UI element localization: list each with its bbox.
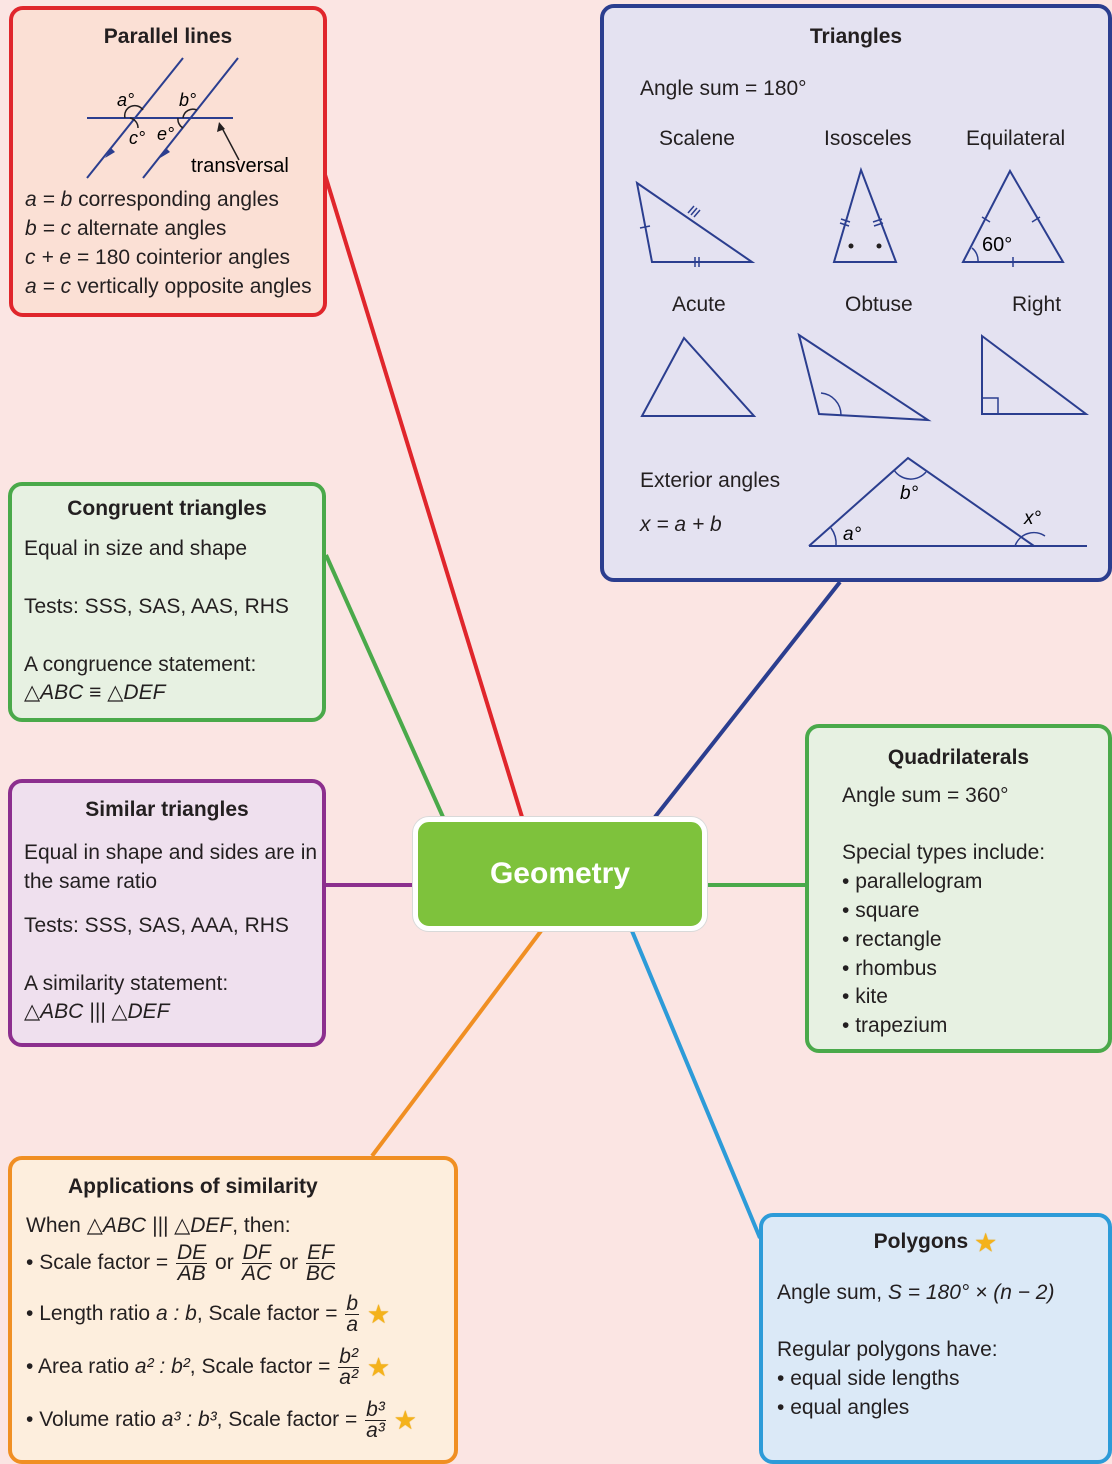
equilateral-angle-label: 60° — [982, 234, 1012, 256]
polygons-angle-sum: Angle sum, S = 180° × (n − 2) — [777, 1281, 1055, 1304]
star-icon: ★ — [393, 1405, 417, 1435]
exterior-a-label: a° — [843, 524, 862, 545]
polygons-box: Polygons ★ Angle sum, S = 180° × (n − 2)… — [759, 1213, 1112, 1464]
applications-title: Applications of similarity — [68, 1175, 318, 1198]
exterior-b-label: b° — [900, 483, 919, 504]
triangles-title: Triangles — [809, 25, 903, 48]
similar-statement-label: A similarity statement: — [24, 972, 229, 995]
geometry-center-node: Geometry — [413, 817, 707, 931]
star-icon: ★ — [974, 1227, 998, 1258]
parallel-lines-box: Parallel lines a° b° c° e° transversal a… — [9, 6, 327, 317]
link-parallel — [320, 164, 524, 818]
exterior-x-label: x° — [1023, 508, 1042, 529]
exterior-formula: x = a + b — [640, 513, 722, 536]
angle-a-label: a° — [117, 90, 134, 110]
label-obtuse: Obtuse — [845, 293, 913, 316]
polygons-title-row: Polygons ★ — [763, 1229, 1108, 1255]
label-scalene: Scalene — [659, 127, 735, 150]
applications-when: When △ABC ||| △DEF, then: — [26, 1214, 291, 1237]
parallel-row-3: c + e = 180 cointerior angles — [25, 246, 291, 269]
quads-item: • parallelogram — [842, 870, 983, 893]
acute-triangle — [640, 336, 757, 417]
quadrilaterals-box: Quadrilaterals Angle sum = 360° Special … — [805, 724, 1112, 1053]
obtuse-triangle — [797, 332, 932, 422]
quads-special-label: Special types include: — [842, 841, 1046, 864]
transversal-label: transversal — [191, 155, 289, 177]
triangles-box: Triangles Angle sum = 180° Scalene Isosc… — [600, 4, 1112, 582]
label-acute: Acute — [672, 293, 726, 316]
quads-item: • rectangle — [842, 928, 942, 951]
quads-item: • square — [842, 899, 920, 922]
similar-statement: △ABC ||| △DEF — [24, 1000, 170, 1023]
parallel-row-2: b = c alternate angles — [25, 217, 227, 240]
polygons-item: • equal side lengths — [777, 1367, 960, 1390]
parallel-row-1: a = b corresponding angles — [25, 188, 279, 211]
polygons-title: Polygons — [873, 1230, 969, 1253]
quads-item: • rhombus — [842, 957, 937, 980]
parallel-lines-figure: a° b° c° e° transversal — [86, 57, 289, 179]
label-isosceles: Isosceles — [824, 127, 912, 150]
similar-title: Similar triangles — [85, 798, 249, 821]
similar-line1: Equal in shape and sides are in — [24, 841, 318, 864]
quads-title: Quadrilaterals — [887, 746, 1030, 769]
polygons-regular-label: Regular polygons have: — [777, 1338, 998, 1361]
exterior-triangle — [808, 456, 1035, 547]
quads-angle-sum: Angle sum = 360° — [842, 784, 1009, 807]
congruent-triangles-box: Congruent triangles Equal in size and sh… — [8, 482, 326, 722]
triangle-figures: 60° a° b° x° — [635, 166, 1089, 547]
link-congruent — [324, 554, 445, 818]
congruent-tests: Tests: SSS, SAS, AAS, RHS — [24, 595, 289, 618]
similar-tests: Tests: SSS, SAS, AAA, RHS — [24, 914, 289, 937]
congruent-line1: Equal in size and shape — [24, 537, 247, 560]
congruent-statement: △ABC ≡ △DEF — [24, 681, 166, 704]
isosceles-triangle — [832, 166, 898, 263]
applications-of-similarity-box: Applications of similarity When △ABC |||… — [8, 1156, 458, 1464]
polygons-item: • equal angles — [777, 1396, 910, 1419]
right-triangle — [981, 334, 1089, 415]
angle-b-label: b° — [179, 90, 196, 110]
angle-c-label: c° — [129, 128, 145, 148]
label-equilateral: Equilateral — [966, 127, 1066, 150]
parallel-row-4: a = c vertically opposite angles — [25, 275, 312, 298]
equilateral-triangle — [961, 168, 1065, 263]
similar-triangles-box: Similar triangles Equal in shape and sid… — [8, 779, 326, 1047]
label-right: Right — [1012, 293, 1062, 316]
scalene-triangle — [635, 180, 756, 263]
star-icon: ★ — [366, 1352, 391, 1382]
congruent-statement-label: A congruence statement: — [24, 653, 257, 676]
quads-item: • kite — [842, 985, 888, 1008]
applications-volume-ratio: • Volume ratio a³ : b³, Scale factor = b… — [26, 1398, 417, 1442]
triangles-angle-sum: Angle sum = 180° — [640, 77, 807, 100]
link-polygons — [630, 930, 762, 1239]
quads-item: • trapezium — [842, 1014, 948, 1037]
exterior-title: Exterior angles — [640, 469, 781, 492]
link-triangles — [653, 580, 842, 819]
star-icon: ★ — [366, 1299, 391, 1329]
link-applications — [370, 929, 543, 1158]
parallel-title: Parallel lines — [103, 25, 233, 48]
similar-line2: the same ratio — [24, 870, 158, 893]
angle-e-label: e° — [157, 124, 174, 144]
congruent-title: Congruent triangles — [67, 497, 267, 520]
